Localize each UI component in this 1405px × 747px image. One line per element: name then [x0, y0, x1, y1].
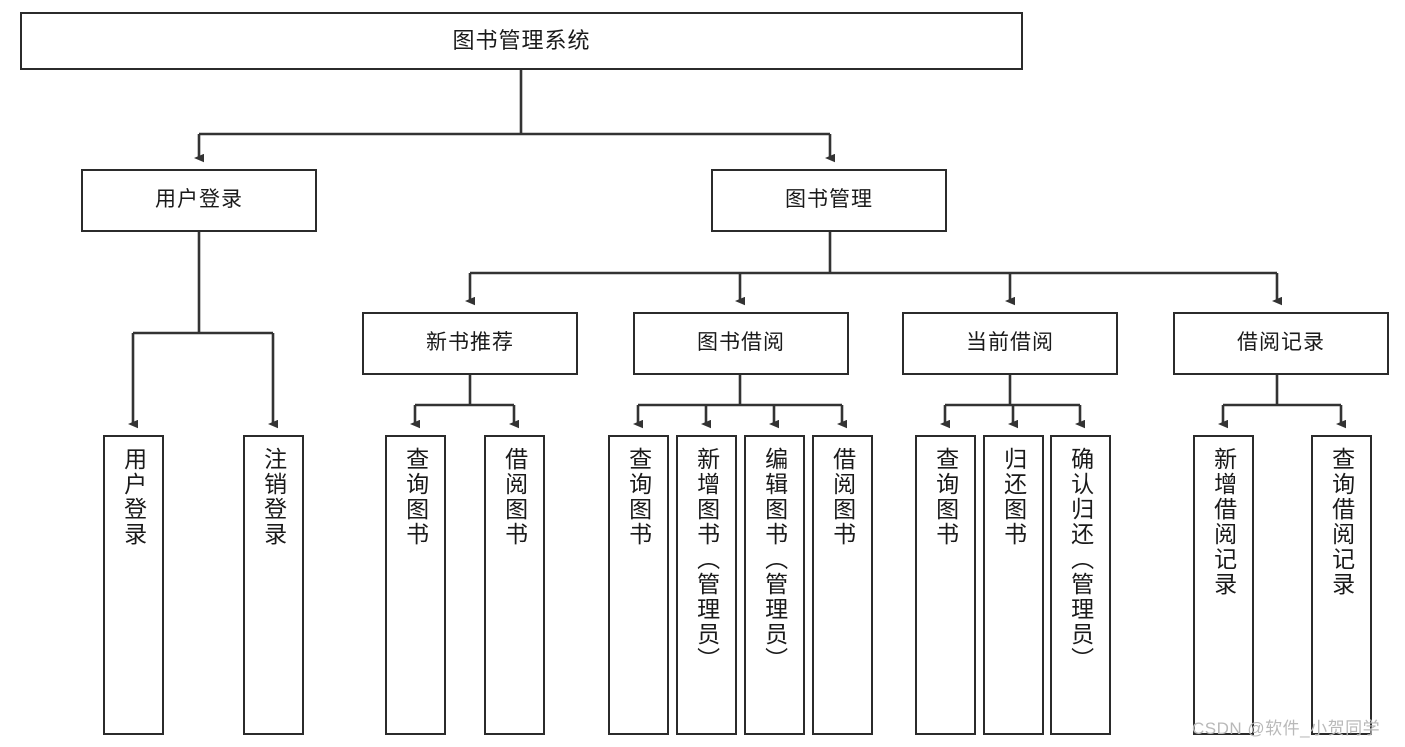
leaf-new-book-query-books[interactable]: 查询图书: [385, 435, 446, 735]
node-label: 借阅图书: [829, 447, 856, 547]
node-book-management[interactable]: 图书管理: [711, 169, 947, 232]
node-label: 查询图书: [402, 447, 429, 547]
leaf-book-borrow-edit-book-admin[interactable]: 编辑图书（管理员）: [744, 435, 805, 735]
node-root-book-management-system[interactable]: 图书管理系统: [20, 12, 1023, 70]
leaf-new-book-borrow-books[interactable]: 借阅图书: [484, 435, 545, 735]
leaf-borrow-record-query-record[interactable]: 查询借阅记录: [1311, 435, 1372, 735]
node-new-book-recommendation[interactable]: 新书推荐: [362, 312, 578, 375]
node-label: 图书借阅: [697, 331, 785, 355]
node-book-borrowing[interactable]: 图书借阅: [633, 312, 849, 375]
node-label: 注销登录: [260, 447, 287, 547]
node-label: 归还图书: [1000, 447, 1027, 547]
node-label: 借阅记录: [1237, 331, 1325, 355]
node-label: 用户登录: [155, 188, 243, 212]
node-borrowing-record[interactable]: 借阅记录: [1173, 312, 1389, 375]
node-label: 查询借阅记录: [1328, 447, 1355, 597]
leaf-current-borrow-return-books[interactable]: 归还图书: [983, 435, 1044, 735]
node-label: 查询图书: [625, 447, 652, 547]
leaf-book-borrow-borrow-books[interactable]: 借阅图书: [812, 435, 873, 735]
leaf-borrow-record-add-record[interactable]: 新增借阅记录: [1193, 435, 1254, 735]
node-label: 图书管理系统: [452, 28, 591, 54]
node-label: 新增借阅记录: [1210, 447, 1237, 597]
node-label: 图书管理: [785, 188, 873, 212]
leaf-current-borrow-query-books[interactable]: 查询图书: [915, 435, 976, 735]
node-label: 编辑图书（管理员）: [761, 447, 788, 672]
node-label: 借阅图书: [501, 447, 528, 547]
node-label: 当前借阅: [966, 331, 1054, 355]
node-label: 确认归还（管理员）: [1067, 447, 1094, 672]
leaf-book-borrow-add-book-admin[interactable]: 新增图书（管理员）: [676, 435, 737, 735]
node-label: 新书推荐: [426, 331, 514, 355]
leaf-book-borrow-query-books[interactable]: 查询图书: [608, 435, 669, 735]
leaf-user-login-signin[interactable]: 用户登录: [103, 435, 164, 735]
node-current-borrowing[interactable]: 当前借阅: [902, 312, 1118, 375]
leaf-current-borrow-confirm-return-admin[interactable]: 确认归还（管理员）: [1050, 435, 1111, 735]
node-label: 查询图书: [932, 447, 959, 547]
node-label: 新增图书（管理员）: [693, 447, 720, 672]
csdn-watermark: CSDN @软件_小贺同学: [1192, 719, 1381, 738]
leaf-user-login-signout[interactable]: 注销登录: [243, 435, 304, 735]
node-user-login[interactable]: 用户登录: [81, 169, 317, 232]
node-label: 用户登录: [120, 447, 147, 547]
